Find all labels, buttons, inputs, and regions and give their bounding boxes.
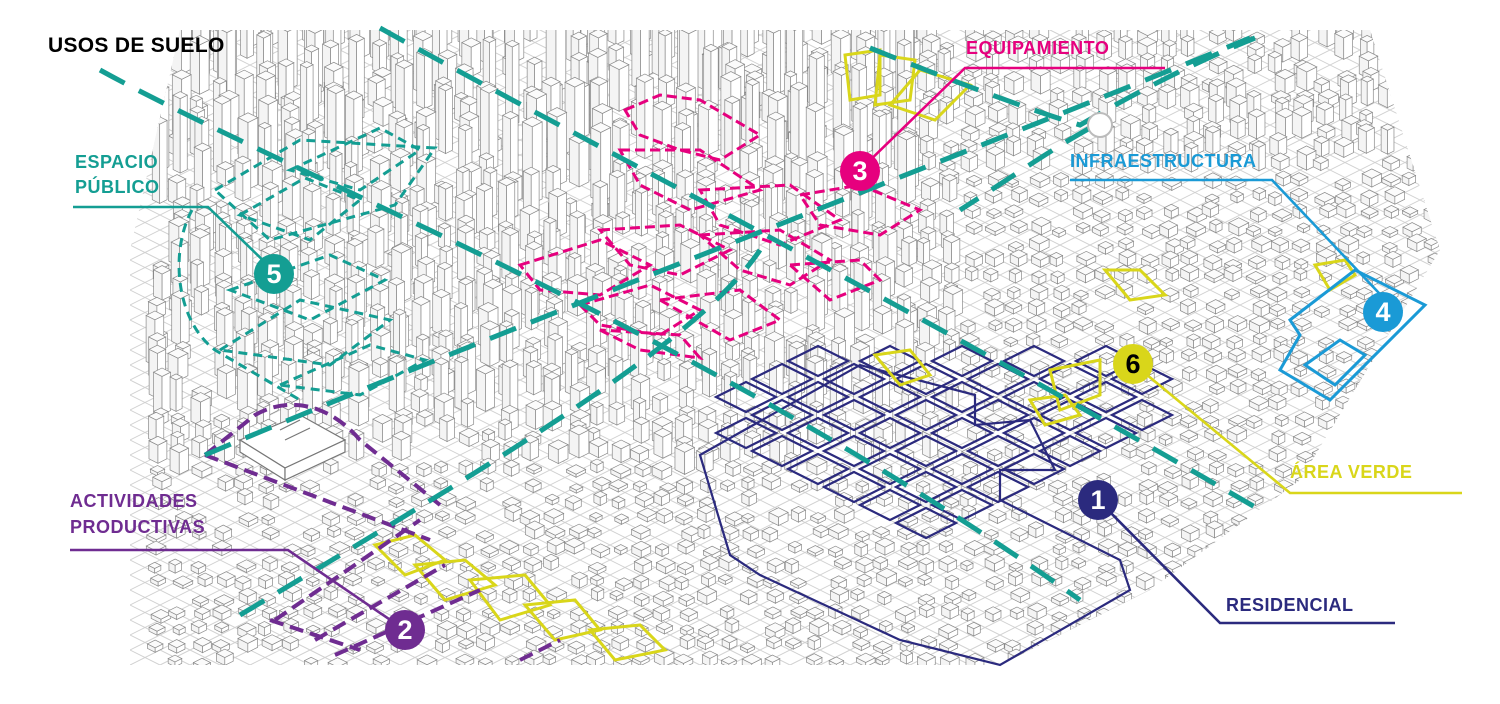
- leader-actividades: [70, 548, 406, 632]
- badge-residencial: 1: [1078, 480, 1118, 520]
- main-avenues: [98, 25, 1262, 618]
- label-residencial: RESIDENCIAL: [1226, 595, 1354, 615]
- zone-infraestructura: [1277, 268, 1428, 402]
- label-equipamiento: EQUIPAMIENTO: [966, 38, 1110, 58]
- leader-infraestructura: [1070, 178, 1396, 311]
- zone-espacio-publico: [177, 126, 438, 402]
- leader-verde: [1134, 363, 1462, 495]
- label-espacio-line1: ESPACIO: [75, 152, 159, 172]
- label-actividades-line2: PRODUCTIVAS: [70, 517, 206, 537]
- page-title: USOS DE SUELO: [48, 34, 225, 57]
- badge-equipamiento: 3: [840, 151, 880, 191]
- label-infraestructura: INFRAESTRUCTURA: [1070, 151, 1257, 171]
- badge-area-verde: 6: [1113, 344, 1153, 384]
- leader-lines: [70, 66, 1462, 632]
- roundabout: [1087, 112, 1113, 138]
- zone-equipamiento: [517, 93, 924, 361]
- badge-espacio: 5: [254, 254, 294, 294]
- badge-actividades: 2: [385, 610, 425, 650]
- building-blocks: [145, 30, 1440, 665]
- industrial-building: [238, 414, 347, 482]
- badge-infraestructura: 4: [1363, 292, 1403, 332]
- leader-espacio: [73, 205, 276, 273]
- leader-residencial: [1097, 499, 1395, 625]
- leader-equipamiento: [859, 66, 1165, 171]
- zone-area-verde: [372, 48, 1358, 662]
- label-espacio-line2: PÚBLICO: [75, 177, 160, 197]
- label-actividades-line1: ACTIVIDADES: [70, 491, 198, 511]
- label-area-verde: ÁREA VERDE: [1290, 462, 1413, 482]
- zone-residencial: [698, 344, 1175, 667]
